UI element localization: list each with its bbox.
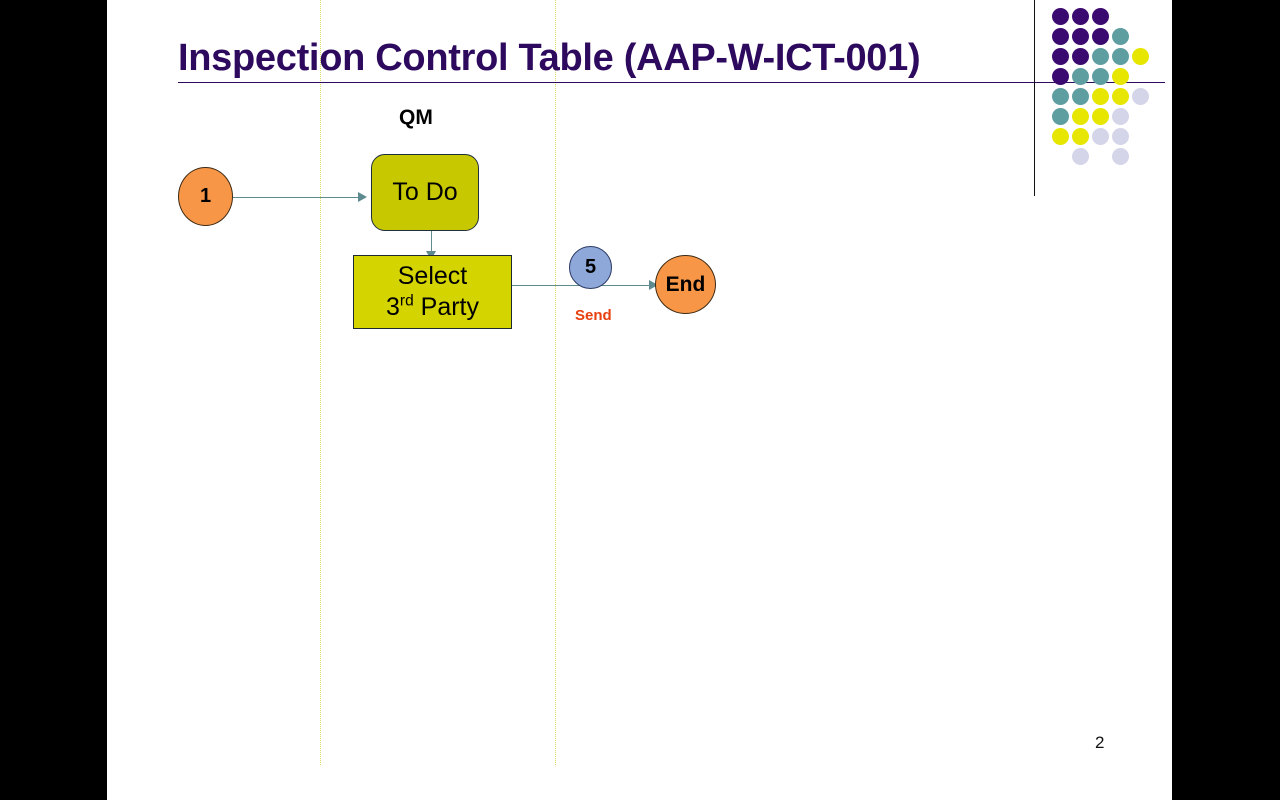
logo-dot	[1072, 68, 1089, 85]
node-start-label: 1	[199, 185, 212, 207]
logo-dot	[1112, 88, 1129, 105]
node-select-line2-rest: Party	[413, 293, 479, 321]
logo-dot	[1072, 88, 1089, 105]
node-to-do[interactable]: To Do	[371, 154, 479, 231]
logo-dot	[1112, 128, 1129, 145]
logo-dot	[1072, 48, 1089, 65]
title-underline	[178, 82, 1165, 83]
node-select-third-party[interactable]: Select 3rd Party	[353, 255, 512, 329]
logo-dot	[1072, 8, 1089, 25]
node-select-line2-number: 3	[386, 293, 400, 321]
logo-dot	[1092, 128, 1109, 145]
guide-line-right	[555, 0, 556, 765]
logo-dot	[1052, 128, 1069, 145]
arrowhead-start-to-todo	[358, 192, 367, 202]
logo-dot	[1052, 88, 1069, 105]
logo-dot	[1112, 108, 1129, 125]
connector-start-to-todo	[233, 197, 359, 198]
logo-dot	[1052, 108, 1069, 125]
logo-dot	[1112, 28, 1129, 45]
logo-dot	[1112, 48, 1129, 65]
node-start[interactable]: 1	[178, 167, 233, 226]
logo-dot	[1052, 28, 1069, 45]
logo-dot	[1052, 68, 1069, 85]
logo-dot	[1072, 108, 1089, 125]
logo-dot	[1052, 48, 1069, 65]
node-select-third-party-label: Select 3rd Party	[386, 261, 479, 323]
logo-dot	[1112, 148, 1129, 165]
edge-label-send: Send	[575, 307, 612, 324]
dot-matrix-logo	[1052, 8, 1172, 186]
node-to-do-label: To Do	[392, 178, 458, 206]
logo-dot	[1072, 28, 1089, 45]
logo-dot	[1092, 8, 1109, 25]
node-end[interactable]: End	[655, 255, 716, 314]
node-select-line1: Select	[397, 262, 468, 290]
logo-dot	[1072, 148, 1089, 165]
node-select-line2-ordinal: rd	[399, 292, 414, 310]
logo-dot	[1092, 28, 1109, 45]
logo-dot	[1092, 68, 1109, 85]
page-number: 2	[1095, 733, 1105, 752]
connector-todo-to-select	[431, 231, 432, 253]
logo-dot	[1072, 128, 1089, 145]
logo-dot	[1092, 108, 1109, 125]
slide-title: Inspection Control Table (AAP-W-ICT-001)	[178, 37, 921, 79]
logo-divider-line	[1034, 0, 1035, 196]
guide-line-left	[320, 0, 321, 765]
logo-dot	[1132, 48, 1149, 65]
logo-dot	[1112, 68, 1129, 85]
logo-dot	[1052, 8, 1069, 25]
logo-dot	[1092, 48, 1109, 65]
arrowhead-select-to-end	[649, 280, 658, 290]
node-step-5-label: 5	[584, 256, 597, 278]
logo-dot	[1132, 88, 1149, 105]
node-step-5[interactable]: 5	[569, 246, 612, 289]
slide-canvas: Inspection Control Table (AAP-W-ICT-001)…	[107, 0, 1172, 800]
logo-dot	[1092, 88, 1109, 105]
node-end-label: End	[665, 272, 706, 296]
lane-label-qm: QM	[399, 106, 433, 129]
